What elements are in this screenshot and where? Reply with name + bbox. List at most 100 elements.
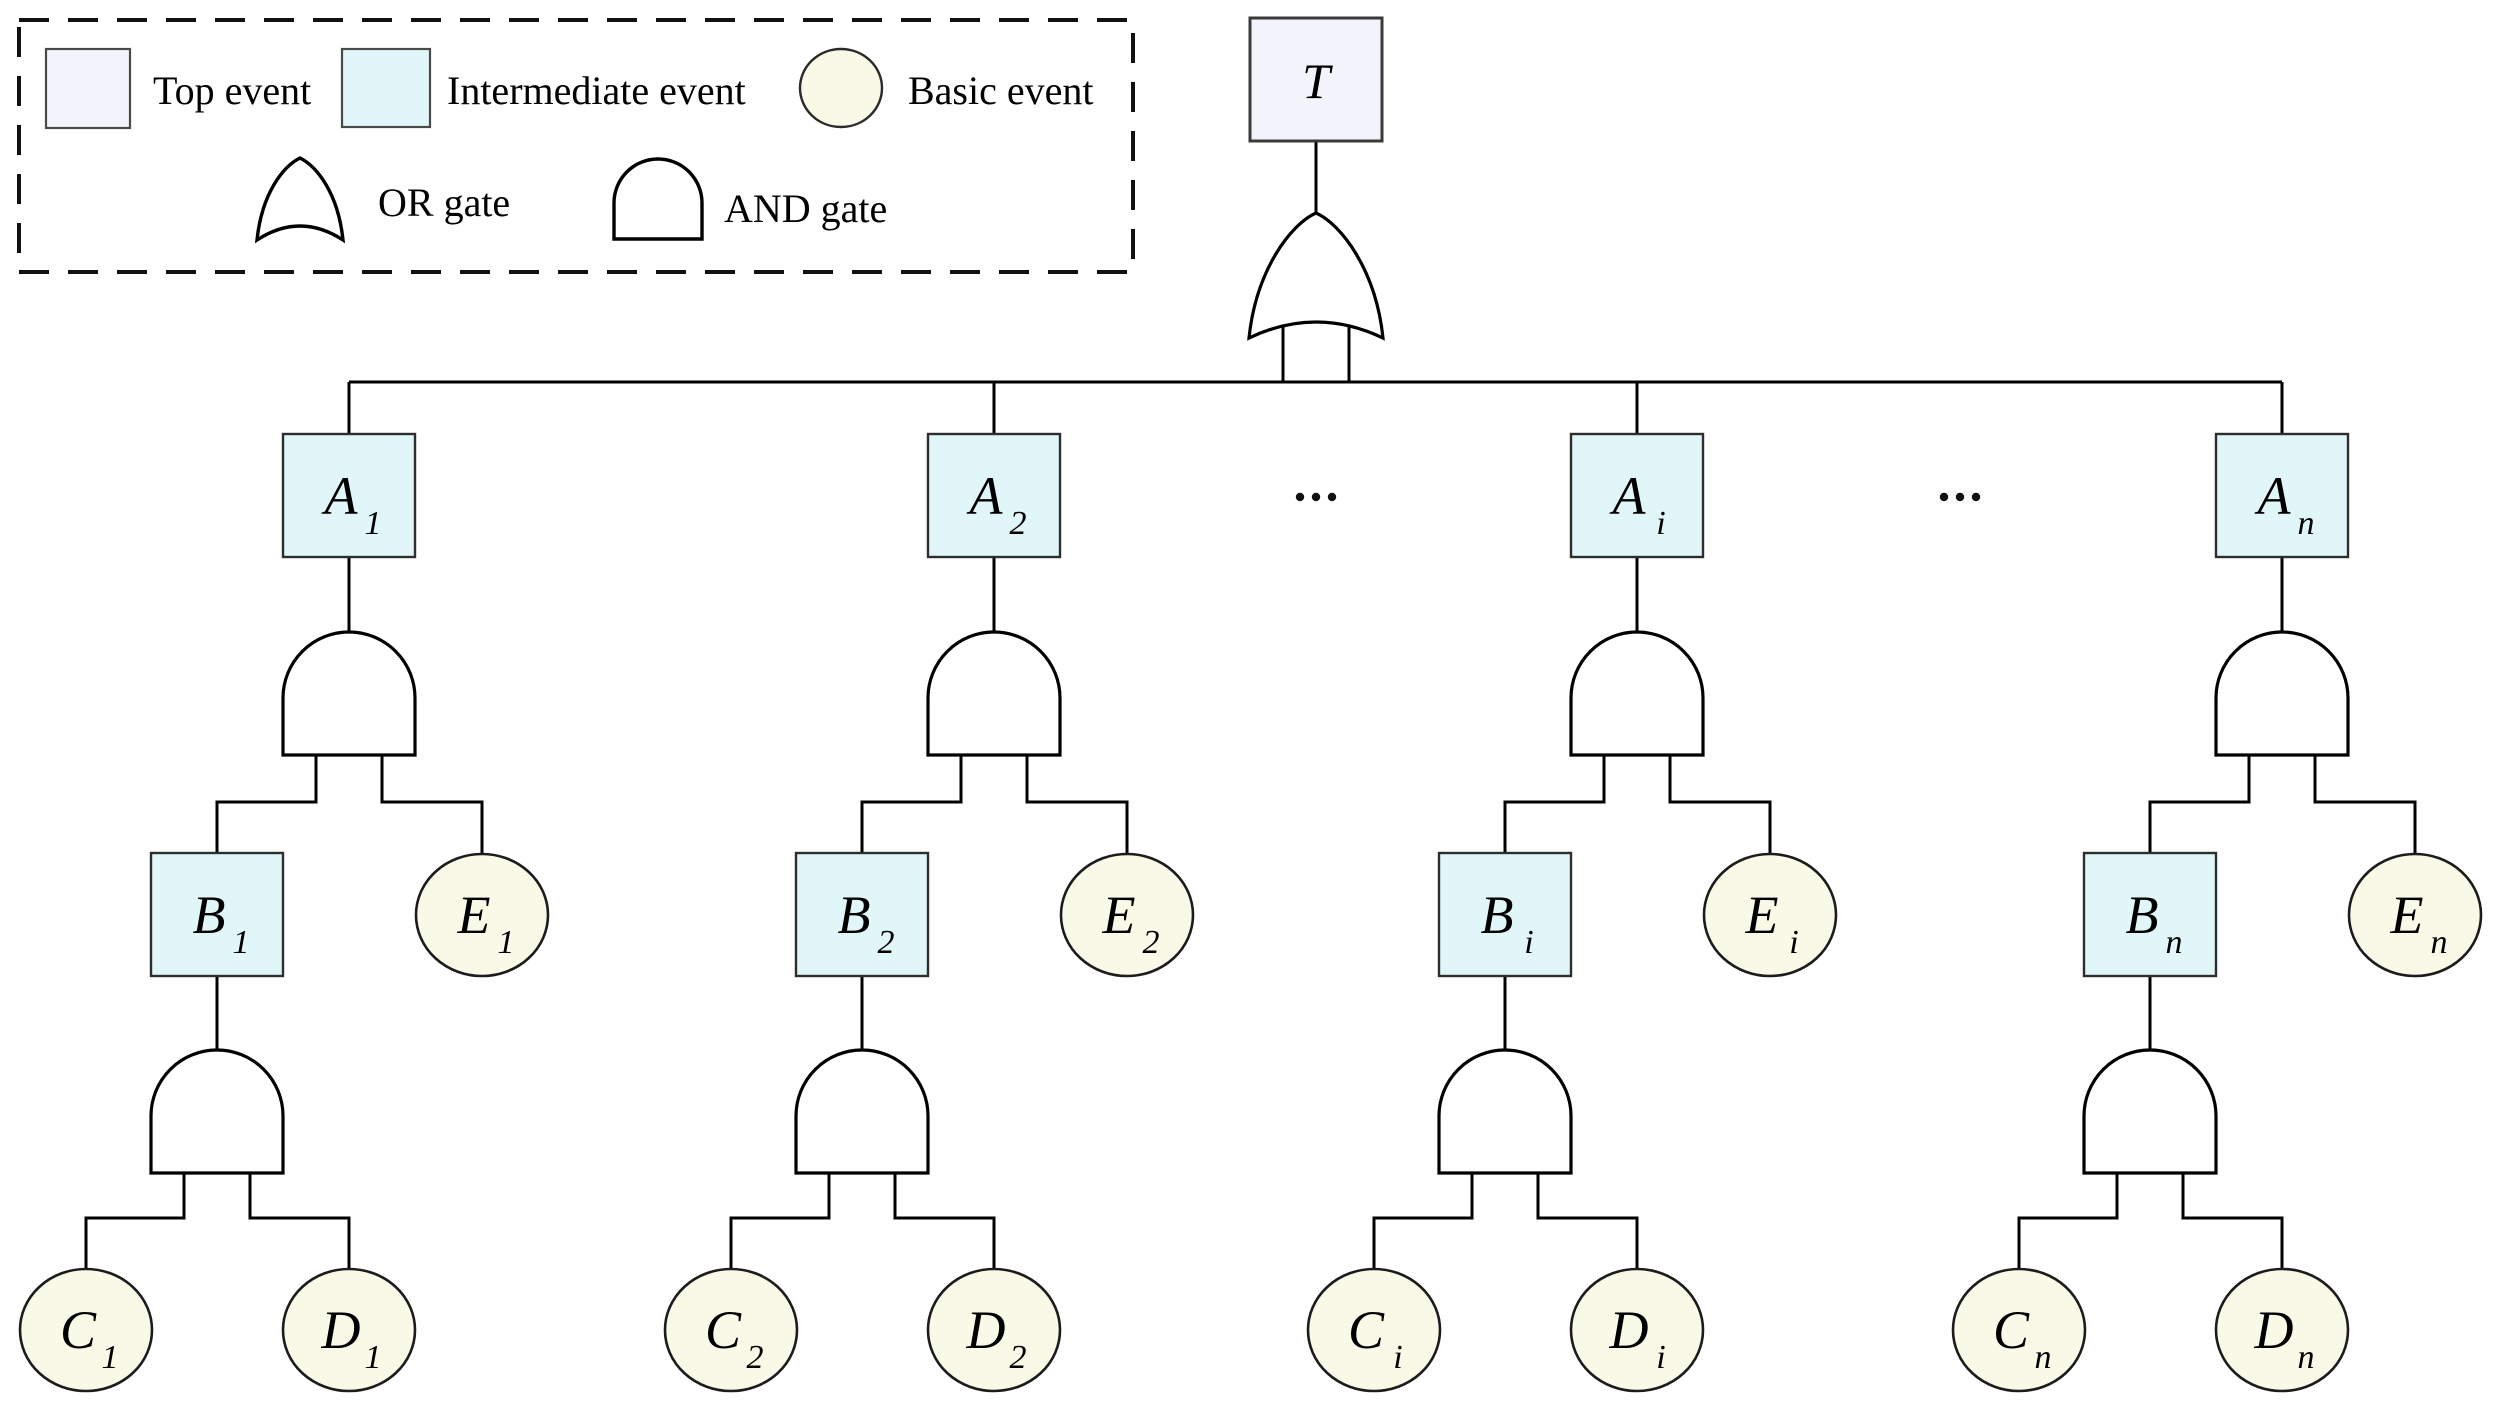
label-e-sub: n <box>2431 924 2448 961</box>
basic-node-d <box>281 1267 417 1393</box>
label-c-sub: i <box>1393 1339 1402 1376</box>
intermediate-event-swatch-icon <box>340 47 432 129</box>
label-e-sub: i <box>1789 924 1798 961</box>
legend: Top event Intermediate event Basic event… <box>17 18 1135 274</box>
intermediate-node-a <box>281 432 417 559</box>
basic-node-e <box>2347 852 2483 978</box>
branch-connectors <box>84 382 484 1269</box>
branch-connectors <box>2017 382 2417 1269</box>
label-a: A <box>1610 466 1647 526</box>
legend-basic-event-label: Basic event <box>908 68 1094 113</box>
or-gate-legs <box>1281 325 1351 382</box>
and-gate-lower <box>149 1048 285 1175</box>
legend-intermediate-event-label: Intermediate event <box>447 68 746 113</box>
label-e: E <box>1745 885 1779 945</box>
dot <box>1327 492 1337 502</box>
legend-top-event-label: Top event <box>153 68 311 113</box>
and-gate-lower <box>1437 1048 1573 1175</box>
label-e: E <box>2390 885 2424 945</box>
intermediate-node-a <box>2214 432 2350 559</box>
intermediate-node-b <box>794 851 930 978</box>
intermediate-node-b <box>2082 851 2218 978</box>
label-a: A <box>322 466 359 526</box>
branch-1: A 1 B 1 E 1 C 1 D 1 <box>18 382 550 1393</box>
dot <box>1295 492 1305 502</box>
legend-dashed-border <box>17 18 1135 274</box>
label-d-sub: 1 <box>365 1339 382 1376</box>
label-c: C <box>1348 1300 1385 1360</box>
label-a-sub: 2 <box>1010 505 1027 542</box>
label-b: B <box>193 885 226 945</box>
basic-node-c <box>663 1267 799 1393</box>
label-e-sub: 1 <box>498 924 515 961</box>
basic-node-e <box>1702 852 1838 978</box>
label-a-sub: i <box>1656 505 1665 542</box>
branch-connectors <box>729 382 1129 1269</box>
legend-or-gate-label: OR gate <box>378 180 510 225</box>
label-c: C <box>1993 1300 2030 1360</box>
label-a-sub: n <box>2298 505 2315 542</box>
ellipsis-dots-left <box>1295 492 1337 502</box>
dot <box>1955 492 1965 502</box>
label-c-sub: 2 <box>747 1339 764 1376</box>
and-gate-upper <box>926 630 1062 757</box>
label-a: A <box>2255 466 2292 526</box>
label-b-sub: n <box>2166 924 2183 961</box>
branch-connectors <box>1372 382 1772 1269</box>
label-d: D <box>966 1300 1006 1360</box>
basic-node-e <box>414 852 550 978</box>
root-or-gate <box>1247 211 1385 341</box>
ellipsis-dots-right <box>1939 492 1981 502</box>
basic-node-c <box>1306 1267 1442 1393</box>
label-d-sub: 2 <box>1010 1339 1027 1376</box>
label-a: A <box>967 466 1004 526</box>
and-gate-icon <box>612 157 704 241</box>
basic-node-d <box>2214 1267 2350 1393</box>
basic-node-e <box>1059 852 1195 978</box>
top-event-node <box>1248 16 1384 143</box>
basic-node-d <box>926 1267 1062 1393</box>
label-b-sub: 2 <box>878 924 895 961</box>
label-d: D <box>1609 1300 1649 1360</box>
basic-event-swatch-icon <box>798 47 884 129</box>
branch-2: A 2 B 2 E 2 C 2 D 2 <box>663 382 1195 1393</box>
basic-node-d <box>1569 1267 1705 1393</box>
top-event-swatch-icon <box>44 47 132 130</box>
branch-i: A i B i E i C i D i <box>1306 382 1838 1393</box>
and-gate-upper <box>2214 630 2350 757</box>
label-e-sub: 2 <box>1143 924 1160 961</box>
dot <box>1311 492 1321 502</box>
label-b-sub: 1 <box>233 924 250 961</box>
intermediate-node-a <box>926 432 1062 559</box>
basic-node-c <box>1951 1267 2087 1393</box>
top-event-label: T <box>1302 53 1333 109</box>
basic-node-c <box>18 1267 154 1393</box>
intermediate-node-a <box>1569 432 1705 559</box>
and-gate-upper <box>1569 630 1705 757</box>
label-e: E <box>457 885 491 945</box>
label-c: C <box>60 1300 97 1360</box>
label-d: D <box>2254 1300 2294 1360</box>
label-c-sub: n <box>2035 1339 2052 1376</box>
label-b: B <box>2126 885 2159 945</box>
label-d-sub: n <box>2298 1339 2315 1376</box>
legend-and-gate-label: AND gate <box>724 186 887 231</box>
dot <box>1939 492 1949 502</box>
label-d-sub: i <box>1656 1339 1665 1376</box>
label-e: E <box>1102 885 1136 945</box>
intermediate-node-b <box>149 851 285 978</box>
label-c: C <box>705 1300 742 1360</box>
intermediate-node-b <box>1437 851 1573 978</box>
and-gate-upper <box>281 630 417 757</box>
label-a-sub: 1 <box>365 505 382 542</box>
or-gate-icon <box>254 156 346 244</box>
and-gate-lower <box>794 1048 930 1175</box>
label-b: B <box>838 885 871 945</box>
top-event-section: T <box>349 16 2282 384</box>
label-c-sub: 1 <box>102 1339 119 1376</box>
branch-n: A n B n E n C n D n <box>1951 382 2483 1393</box>
label-b-sub: i <box>1524 924 1533 961</box>
and-gate-lower <box>2082 1048 2218 1175</box>
